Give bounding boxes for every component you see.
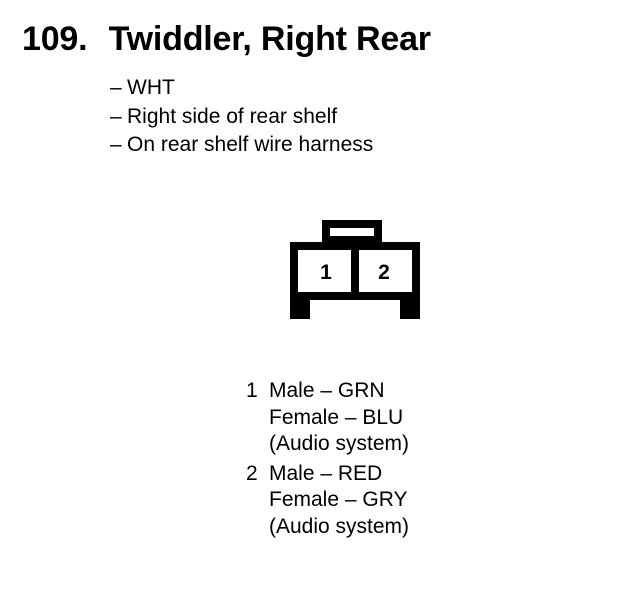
- dash-icon: –: [110, 104, 122, 128]
- list-item: –WHT: [110, 74, 373, 103]
- pin-legend-system-label: (Audio system): [269, 432, 410, 455]
- pin-legend-male-label: Male – RED: [269, 461, 383, 485]
- pin-legend-female-label: Female – GRY: [269, 488, 408, 511]
- pin-legend-male-label: Male – GRN: [269, 379, 385, 402]
- page-title: 109. Twiddler, Right Rear: [22, 20, 431, 58]
- list-item: –Right side of rear shelf: [110, 103, 373, 132]
- dash-icon: –: [110, 76, 122, 99]
- pin-legend-entry: 2 Male – RED Female – GRY (Audio system): [246, 461, 409, 541]
- pin-legend-male-line: 1 Male – GRN: [246, 378, 409, 405]
- connector-diagram: 1 2: [286, 216, 424, 331]
- pin-legend-entry: 1 Male – GRN Female – BLU (Audio system): [246, 378, 409, 458]
- pin-legend-number: 2: [246, 461, 258, 485]
- page-title-text: Twiddler, Right Rear: [108, 20, 431, 58]
- list-item: –On rear shelf wire harness: [110, 131, 373, 160]
- pin-legend-system-line: (Audio system): [246, 431, 409, 458]
- pin-legend-female-line: Female – BLU: [246, 405, 409, 432]
- pin-number-1: 1: [320, 261, 332, 284]
- list-item-label: WHT: [127, 76, 175, 99]
- pin-legend-number: 1: [246, 379, 258, 402]
- pin-legend-male-line: 2 Male – RED: [246, 461, 409, 488]
- pin-legend-system-line: (Audio system): [246, 514, 409, 541]
- pin-legend-female-label: Female – BLU: [269, 405, 404, 429]
- pin-number-2: 2: [378, 261, 390, 284]
- list-item-label: Right side of rear shelf: [127, 104, 338, 128]
- dash-icon: –: [110, 133, 122, 156]
- page-title-number: 109.: [22, 20, 88, 58]
- pin-legend-female-line: Female – GRY: [246, 487, 409, 514]
- attribute-list: –WHT –Right side of rear shelf –On rear …: [110, 74, 373, 160]
- connector-outline-icon: 1 2: [290, 220, 420, 319]
- list-item-label: On rear shelf wire harness: [127, 133, 374, 156]
- pin-legend-system-label: (Audio system): [269, 514, 410, 538]
